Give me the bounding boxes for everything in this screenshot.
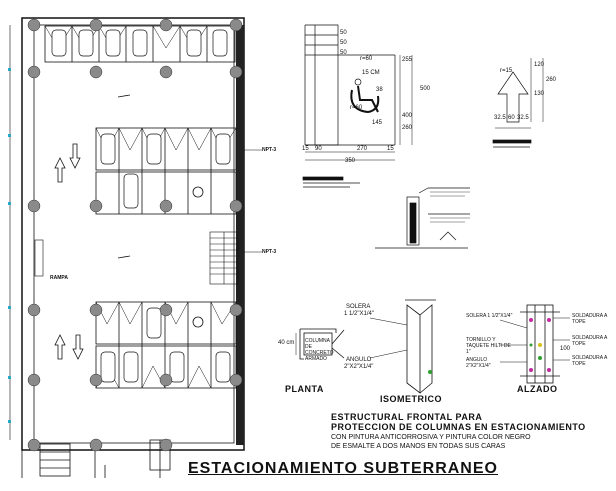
column	[229, 303, 243, 317]
dim-arrow-120: 120	[534, 62, 545, 68]
dim-b270: 270	[357, 146, 368, 152]
middle-stalls-upper	[95, 127, 237, 215]
column	[159, 18, 173, 32]
alzado-solera: SOLERA 1 1/2"X1/4"	[466, 313, 513, 319]
plan-wheelchair-symbols	[192, 186, 204, 328]
detail-note-1: CON PINTURA ANTICORROSIVA Y PINTURA COLO…	[331, 434, 531, 441]
column	[159, 438, 173, 452]
column	[27, 373, 41, 387]
dim-15cm: 15 CM	[362, 70, 380, 76]
dim-r60b: r=60	[350, 105, 363, 111]
column	[27, 438, 41, 452]
dim-b90: 90	[315, 146, 322, 152]
dim-400: 400	[402, 113, 413, 119]
stall-diagonals	[44, 25, 237, 389]
dim-arrow-b1: 32.5	[494, 115, 506, 121]
column	[27, 199, 41, 213]
plan-tag-1: NPT-3	[262, 147, 277, 153]
column	[159, 303, 173, 317]
alzado-detail	[499, 304, 570, 384]
dim-260: 260	[402, 125, 413, 131]
column	[89, 303, 103, 317]
iso-solera-size: 1 1/2"X1/4"	[344, 311, 374, 317]
column	[159, 373, 173, 387]
top-stall-row	[44, 25, 236, 63]
plan-inner-wall	[33, 24, 235, 444]
column	[27, 65, 41, 79]
cyan-markers	[8, 68, 11, 423]
column	[229, 18, 243, 32]
column	[229, 65, 243, 79]
wall-section-detail	[375, 187, 470, 249]
direction-arrows	[54, 94, 131, 360]
stairs	[209, 231, 239, 285]
column	[89, 18, 103, 32]
caption-alzado: ALZADO	[517, 384, 558, 394]
alzado-angulo: ANGULO 2"X2"X1/4"	[466, 357, 491, 369]
arrow-detail	[492, 58, 544, 148]
column	[27, 303, 41, 317]
dim-arrow-b2: 60	[508, 115, 515, 121]
column	[229, 199, 243, 213]
column	[159, 65, 173, 79]
column	[27, 18, 41, 32]
dim-50b: 50	[340, 40, 347, 46]
caption-planta: PLANTA	[285, 384, 324, 394]
isometric-detail	[369, 299, 436, 394]
alzado-accents	[529, 318, 551, 372]
dim-r60a: r=60	[360, 56, 373, 62]
alzado-soldadura-1: SOLDADURA A TOPE	[572, 313, 608, 325]
plan-tag-2: NPT-3	[262, 249, 277, 255]
drawing-title: ESTACIONAMIENTO SUBTERRANEO	[188, 460, 498, 477]
detail-subtitle-2: PROTECCION DE COLUMNAS EN ESTACIONAMIENT…	[331, 422, 586, 432]
dim-arrow-b3: 32.5	[517, 115, 529, 121]
dim-500: 500	[420, 86, 431, 92]
dim-40cm: 40 cm	[278, 340, 295, 346]
iso-solera-label: SOLERA	[346, 304, 371, 310]
middle-stalls-lower	[95, 301, 237, 389]
dim-50a: 50	[340, 30, 347, 36]
parking-plan	[9, 17, 262, 478]
dim-arrow-260: 260	[546, 77, 557, 83]
planta-detail	[295, 328, 345, 360]
alzado-soldadura-2: SOLDADURA A TOPE	[572, 335, 608, 347]
caption-isometrico: ISOMETRICO	[380, 394, 443, 404]
detail-subtitle-1: ESTRUCTURAL FRONTAL PARA	[331, 412, 483, 422]
iso-angulo-label: ANGULO	[346, 357, 372, 363]
column	[89, 373, 103, 387]
dim-b350: 350	[345, 158, 356, 164]
column	[89, 438, 103, 452]
alzado-tornillo: TORNILLO Y TAQUETE HILTI DE 1"	[466, 337, 511, 355]
plan-tag-3: RAMPA	[50, 275, 68, 281]
dim-50c: 50	[340, 50, 347, 56]
dim-b15: 15	[302, 146, 309, 152]
alzado-soldadura-3: SOLDADURA A TOPE	[572, 355, 608, 367]
dim-b15b: 15	[387, 146, 394, 152]
bottom-entrance	[21, 439, 171, 478]
dim-145: 145	[372, 120, 383, 126]
dim-255: 255	[402, 57, 413, 63]
dim-arrow-130: 130	[534, 91, 545, 97]
detail-note-2: DE ESMALTE A DOS MANOS EN TODAS SUS CARA…	[331, 443, 506, 450]
column	[159, 199, 173, 213]
iso-columna-label: COLUMNA DE CONCRETO ARMADO	[305, 338, 334, 362]
accessible-detail	[302, 24, 413, 188]
column	[89, 65, 103, 79]
column	[229, 373, 243, 387]
column	[89, 199, 103, 213]
car-symbols	[51, 29, 231, 383]
left-door	[34, 239, 44, 277]
alzado-dim-100: 100	[560, 346, 571, 352]
plan-right-wall	[236, 25, 244, 445]
columns	[27, 18, 243, 452]
dim-arrow-r15: r=15	[500, 68, 513, 74]
dim-38: 38	[376, 87, 383, 93]
iso-angulo-size: 2"X2"X1/4"	[344, 364, 374, 370]
